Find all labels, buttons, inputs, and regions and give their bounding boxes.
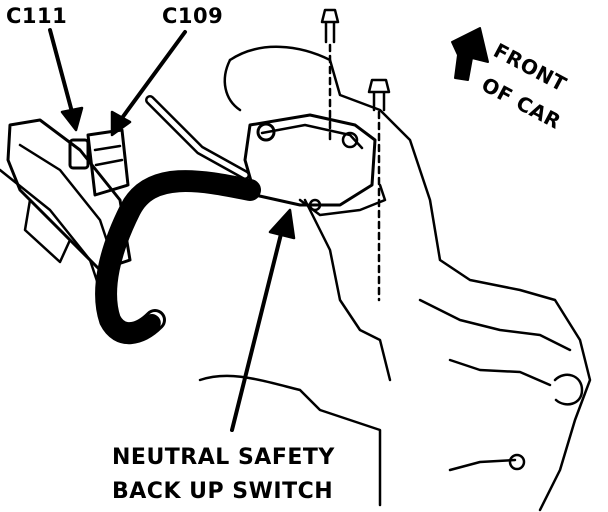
bracket-detail (18, 143, 112, 252)
housing-inner-contour (303, 198, 392, 382)
right-bolt (367, 78, 391, 112)
bracket-arm (0, 168, 102, 292)
housing-left-curve (223, 58, 242, 112)
switch-right-post (341, 131, 359, 149)
upper-bolt (320, 8, 340, 44)
harness-upper-inner (147, 97, 248, 178)
transmission-lower-edge (198, 374, 382, 507)
housing-rib (448, 358, 552, 387)
switch-arrowhead (268, 208, 296, 240)
label-neutral-safety: NEUTRAL SAFETY (112, 445, 335, 470)
c111-arrow-shaft (48, 28, 74, 114)
switch-top-face (260, 123, 364, 150)
label-c111: C111 (6, 4, 68, 28)
lower-bolt-head (508, 453, 526, 471)
housing-detail-right (418, 298, 572, 352)
switch-arrow-shaft (230, 228, 284, 432)
switch-body (243, 113, 377, 207)
connector-c109-detail (93, 144, 124, 167)
housing-bolt-boss (553, 373, 584, 406)
harness-ribs (97, 172, 259, 343)
bracket-lower-plate (23, 198, 72, 264)
front-arrow (451, 27, 489, 81)
switch-left-post (256, 122, 276, 142)
switch-bracket-hole (308, 198, 322, 212)
c111-arrowhead (60, 106, 84, 132)
mounting-bracket (6, 118, 132, 272)
label-back-up-switch: BACK UP SWITCH (112, 479, 334, 504)
housing-lower-link (448, 458, 517, 472)
c109-arrow-shaft (120, 30, 187, 120)
c109-arrowhead (110, 110, 132, 137)
connector-c109 (86, 128, 130, 197)
label-c109: C109 (162, 4, 224, 28)
connector-c111 (68, 138, 90, 170)
